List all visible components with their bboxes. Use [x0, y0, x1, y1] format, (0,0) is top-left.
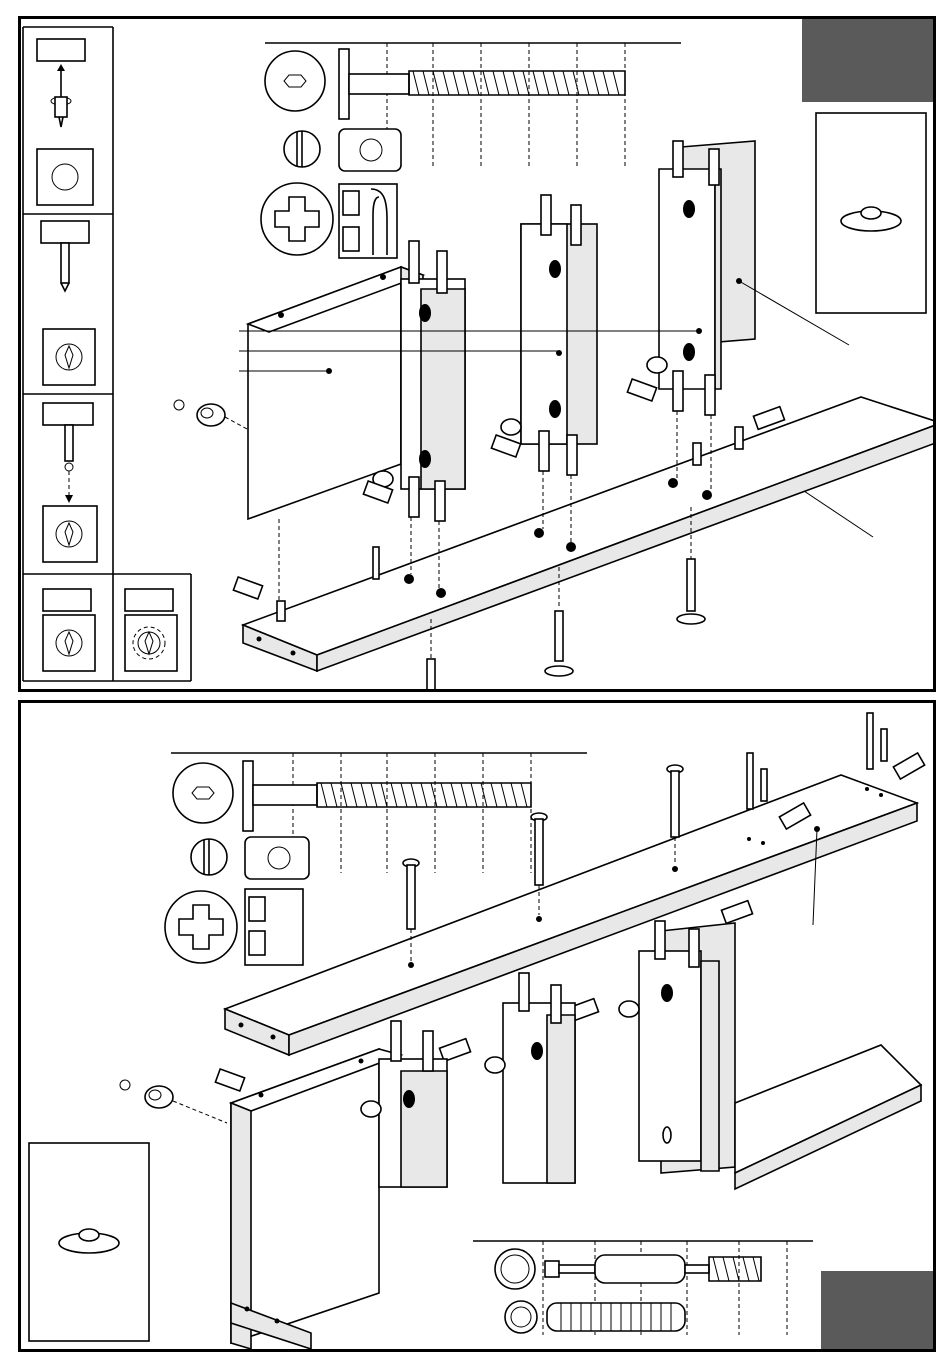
- hardware-size-gauge: [261, 43, 681, 258]
- hex-socket-icon: [173, 763, 233, 823]
- legend-step-3: [43, 403, 97, 562]
- wood-dowel-icon: [547, 1303, 685, 1331]
- page-corner-tab: [821, 1271, 933, 1349]
- legend-step-1: [37, 39, 93, 205]
- divider-panel-middle: [521, 195, 597, 475]
- assembly-illustration-upper: [21, 19, 933, 689]
- legend-sidebar: [23, 27, 191, 681]
- legend-step-4: [43, 589, 177, 671]
- page-corner-tab: [802, 19, 933, 102]
- wood-dowel-icon: [277, 601, 285, 621]
- wood-dowel-icon: [409, 241, 419, 283]
- divider-panel-right: [659, 141, 755, 415]
- cam-bolt-icon: [409, 71, 625, 95]
- divider-panel-right: [619, 921, 921, 1189]
- assembly-illustration-lower: [21, 703, 933, 1349]
- screw-icon: [709, 1257, 761, 1281]
- side-panel-left: [231, 1021, 447, 1349]
- assembly-step-upper: [18, 16, 936, 692]
- cam-lock-icon: [174, 400, 247, 429]
- divider-panel-middle: [485, 973, 575, 1183]
- hex-socket-icon: [265, 51, 325, 111]
- side-panel-left: [248, 241, 465, 521]
- legend-step-2: [41, 221, 95, 385]
- cam-lock-icon: [120, 1080, 227, 1123]
- assembly-step-lower: [18, 700, 936, 1352]
- dowel-size-gauge: [473, 1241, 813, 1335]
- screwdriver-icon: [595, 1255, 685, 1283]
